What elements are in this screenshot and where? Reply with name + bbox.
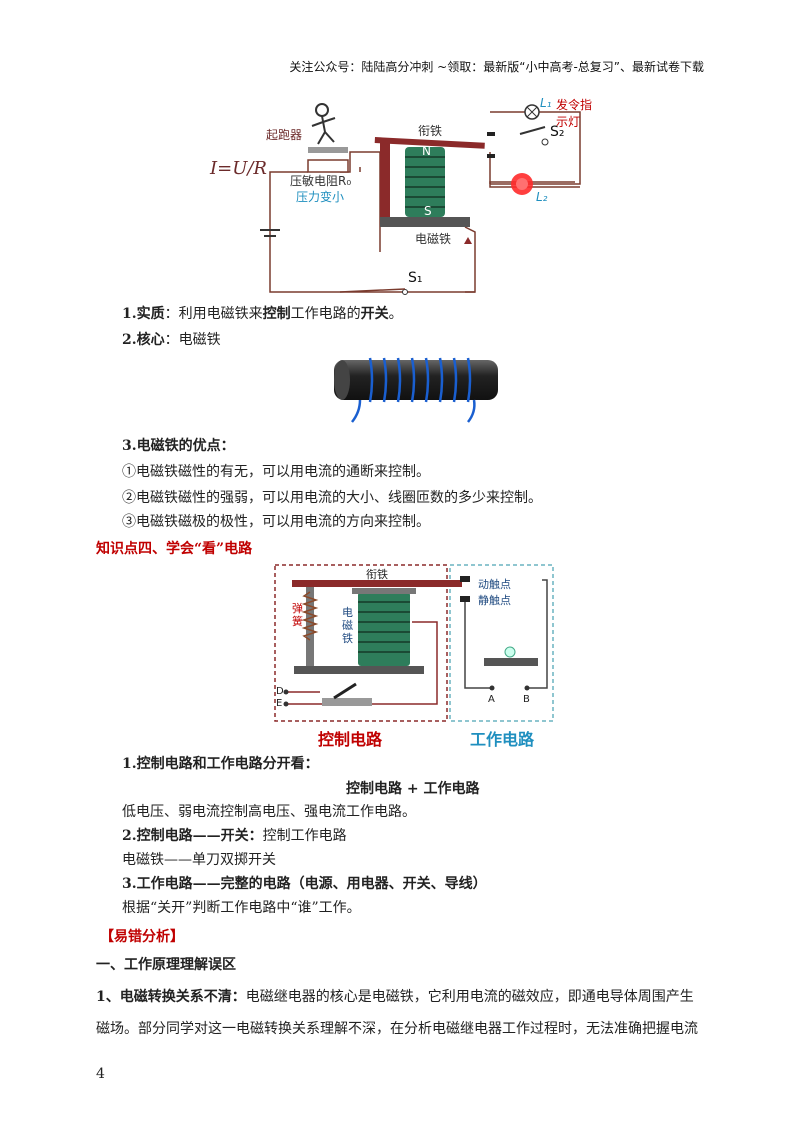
error-analysis-heading: 【易错分析】 xyxy=(100,929,184,945)
formula: I=U/R xyxy=(210,158,267,179)
sub-3-heading: 3.工作电路——完整的电路（电源、用电器、开关、导线） xyxy=(122,876,487,892)
part-1-heading: 一、工作原理理解误区 xyxy=(96,957,236,973)
electromagnet-figure xyxy=(330,350,502,430)
pole-s: S xyxy=(424,204,432,218)
item-3-line-1: ①电磁铁磁性的有无，可以用电流的通断来控制。 xyxy=(122,464,430,480)
runner-label: 起跑器 xyxy=(266,128,303,142)
item-1: 1.实质：利用电磁铁来控制工作电路的开关。 xyxy=(122,306,403,322)
paragraph-line-2: 磁场。部分同学对这一电磁转换关系理解不深，在分析电磁继电器工作过程时，无法准确把… xyxy=(96,1021,698,1037)
fig2-e: E xyxy=(276,698,283,709)
s1-label: S₁ xyxy=(408,270,423,286)
sub-2-heading: 2.控制电路——开关：控制工作电路 xyxy=(122,828,347,844)
electromagnet-label: 电磁铁 xyxy=(415,232,452,246)
fig2-moving-contact: 动触点 xyxy=(478,578,511,591)
sub-2-line: 电磁铁——单刀双掷开关 xyxy=(122,852,276,868)
fig2-spring: 弹簧 xyxy=(292,602,303,628)
sensor-label: 压敏电阻R₀ xyxy=(290,174,352,188)
page-header: 关注公众号：陆陆高分冲刺 ~领取：最新版“小中高考-总复习”、最新试卷下载 xyxy=(289,60,704,74)
lamp1-desc: 发令指示灯 xyxy=(556,98,593,129)
fig2-a: A xyxy=(488,694,495,705)
control-work-figure: 衔铁 动触点 静触点 弹簧 电磁铁 D E A B 控制电路 工作电路 xyxy=(272,562,556,750)
sub-1-line: 低电压、弱电流控制高电压、强电流工作电路。 xyxy=(122,804,416,820)
electromagnet-image xyxy=(334,357,498,423)
item-2: 2.核心：电磁铁 xyxy=(122,332,221,348)
pressure-label: 压力变小 xyxy=(296,190,345,204)
sub-1-center: 控制电路 + 工作电路 xyxy=(346,781,480,797)
item-3-line-3: ③电磁铁磁极的极性，可以用电流的方向来控制。 xyxy=(122,514,430,530)
control-work-diagram xyxy=(274,564,554,722)
lamp2-label: L₂ xyxy=(536,190,548,204)
fig2-control-title: 控制电路 xyxy=(318,730,383,749)
sub-3-line: 根据“关开”判断工作电路中“谁”工作。 xyxy=(122,900,361,916)
lamp1-label: L₁ xyxy=(540,96,552,110)
section-heading-4: 知识点四、学会“看”电路 xyxy=(96,541,253,557)
item-3-line-2: ②电磁铁磁性的强弱，可以用电流的大小、线圈匝数的多少来控制。 xyxy=(122,490,542,506)
fig2-work-title: 工作电路 xyxy=(470,730,535,749)
s2-label: S₂ xyxy=(550,124,565,140)
fig2-static-contact: 静触点 xyxy=(478,594,511,607)
armature-label: 衔铁 xyxy=(418,124,443,138)
item-3-heading: 3.电磁铁的优点： xyxy=(122,438,235,454)
relay-circuit-figure: I=U/R 起跑器 压敏电阻R₀ 压力变小 衔铁 电磁铁 N S L₁ 发令指示… xyxy=(200,92,600,302)
fig2-b: B xyxy=(523,694,530,705)
page-number: 4 xyxy=(96,1066,105,1082)
paragraph-line-1: 1、电磁转换关系不清：电磁继电器的核心是电磁铁，它利用电流的磁效应，即通电导体周… xyxy=(96,989,694,1005)
pole-n: N xyxy=(422,144,431,158)
fig2-d: D xyxy=(276,686,284,697)
fig2-armature: 衔铁 xyxy=(366,568,388,581)
relay-circuit-diagram xyxy=(260,103,581,295)
fig2-magnet: 电磁铁 xyxy=(342,606,353,645)
sub-1-heading: 1.控制电路和工作电路分开看： xyxy=(122,756,319,772)
